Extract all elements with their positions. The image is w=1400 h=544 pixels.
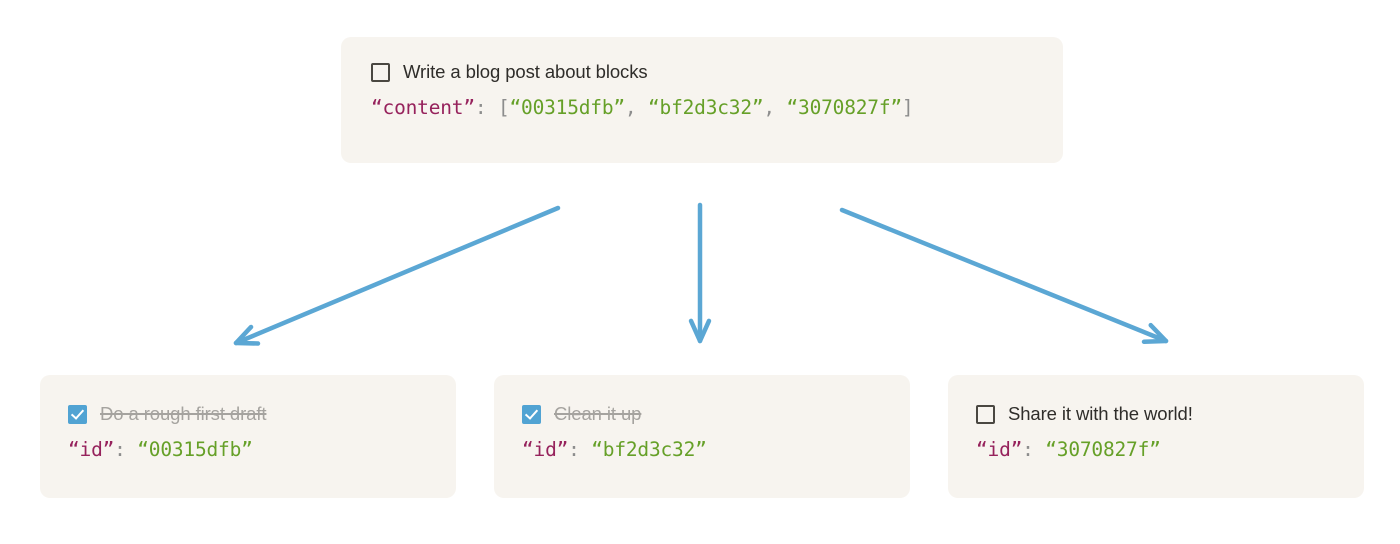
json-colon: : bbox=[114, 438, 138, 461]
child-json-line: “id”: “bf2d3c32” bbox=[522, 436, 890, 464]
checkbox-unchecked-icon[interactable] bbox=[371, 62, 390, 82]
json-separator-1: , bbox=[763, 96, 787, 119]
parent-json-line: “content”: [“00315dfb”, “bf2d3c32”, “307… bbox=[371, 94, 1037, 122]
json-key: “id” bbox=[522, 438, 569, 461]
checkbox-checked-icon[interactable] bbox=[68, 404, 87, 424]
json-colon: : bbox=[568, 438, 592, 461]
json-bracket-open: [ bbox=[497, 96, 510, 119]
child-block-card-1[interactable]: Clean it up “id”: “bf2d3c32” bbox=[494, 375, 910, 498]
child-json-line: “id”: “00315dfb” bbox=[68, 436, 436, 464]
json-key: “id” bbox=[976, 438, 1023, 461]
child-todo-row: Clean it up bbox=[522, 401, 890, 427]
child-block-card-2[interactable]: Share it with the world! “id”: “3070827f… bbox=[948, 375, 1364, 498]
checkbox-unchecked-icon[interactable] bbox=[976, 404, 995, 424]
json-value: “00315dfb” bbox=[137, 438, 253, 461]
arrow-to-child-0-head bbox=[233, 324, 261, 346]
child-json-line: “id”: “3070827f” bbox=[976, 436, 1344, 464]
parent-todo-label: Write a blog post about blocks bbox=[403, 60, 648, 82]
json-value-0: “00315dfb” bbox=[509, 96, 626, 119]
json-colon: : bbox=[1022, 438, 1046, 461]
json-bracket-close: ] bbox=[901, 96, 914, 119]
child-todo-label: Do a rough first draft bbox=[100, 402, 267, 424]
arrow-to-child-2-head bbox=[1141, 322, 1169, 345]
json-value-1: “bf2d3c32” bbox=[648, 96, 764, 119]
child-todo-label: Clean it up bbox=[554, 402, 642, 424]
child-todo-row: Share it with the world! bbox=[976, 401, 1344, 427]
json-key: “id” bbox=[68, 438, 115, 461]
json-key: “content” bbox=[371, 96, 475, 119]
checkbox-checked-icon[interactable] bbox=[522, 404, 541, 424]
arrow-to-child-2-shaft bbox=[839, 207, 1169, 344]
parent-block-card[interactable]: Write a blog post about blocks “content”… bbox=[341, 37, 1063, 163]
child-todo-label: Share it with the world! bbox=[1008, 402, 1193, 424]
child-todo-row: Do a rough first draft bbox=[68, 401, 436, 427]
arrow-to-child-1-head bbox=[688, 318, 712, 344]
child-block-card-0[interactable]: Do a rough first draft “id”: “00315dfb” bbox=[40, 375, 456, 498]
parent-todo-row: Write a blog post about blocks bbox=[371, 59, 1037, 85]
json-value-2: “3070827f” bbox=[786, 96, 903, 119]
json-value: “bf2d3c32” bbox=[591, 438, 707, 461]
json-colon: : bbox=[474, 96, 498, 119]
arrow-to-child-0-shaft bbox=[233, 205, 561, 346]
json-separator-0: , bbox=[624, 96, 649, 119]
json-value: “3070827f” bbox=[1045, 438, 1161, 461]
